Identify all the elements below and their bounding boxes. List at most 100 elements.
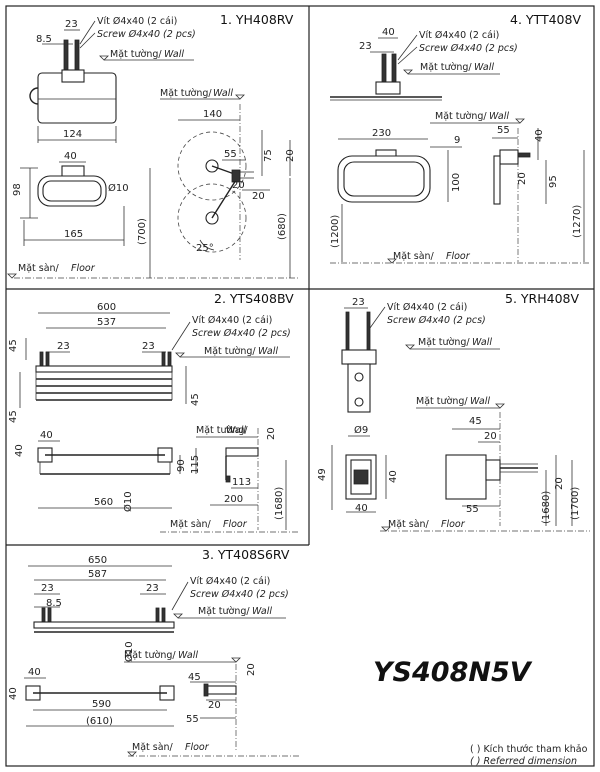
dim-20a: 20	[484, 431, 497, 442]
robe-hook-front-icon	[345, 454, 377, 500]
panel-frames	[5, 5, 595, 767]
wall-label-en: Wall	[258, 346, 278, 357]
dim-55: 55	[224, 149, 237, 160]
floor-label-en: Floor	[446, 251, 471, 262]
panel-yrh408v: 5. YRH408V 23 Vít Ø4x40 (2 cái) Screw Ø4…	[317, 291, 590, 532]
screw-label-en: Screw Ø4x40 (2 pcs)	[192, 328, 291, 339]
dim-23a: 23	[57, 341, 70, 352]
paper-roll-icon	[177, 131, 254, 253]
paper-holder-front-icon	[29, 69, 117, 124]
screw-pair-icon	[63, 39, 80, 71]
robe-hook-top-icon	[341, 311, 377, 413]
screw-label-vi: Vít Ø4x40 (2 cái)	[387, 302, 467, 313]
floor-label-vi: Mặt sàn/	[170, 519, 212, 530]
floor-label-en: Floor	[223, 519, 248, 530]
dim-1200: (1200)	[330, 215, 341, 248]
dim-49: 49	[317, 468, 328, 481]
wall-label-en: Wall	[489, 111, 509, 122]
dim-23: 23	[359, 41, 372, 52]
towel-ring-front-icon	[337, 149, 431, 203]
screw-label-vi: Vít Ø4x40 (2 cái)	[192, 315, 272, 326]
screw-pair-icon	[375, 53, 401, 95]
towel-bar-front-icon	[25, 685, 175, 701]
note-en: ( ) Referred dimension	[470, 756, 577, 767]
dim-d9: Ø9	[354, 424, 368, 436]
dim-587: 587	[88, 569, 107, 580]
wall-label-vi: Mặt tường/	[204, 346, 256, 357]
dim-113: 113	[232, 477, 251, 488]
panel-title: 2. YTS408BV	[214, 291, 294, 306]
panel-title: 3. YT408S6RV	[202, 547, 290, 562]
wall-label-en: Wall	[474, 62, 494, 73]
floor-label-vi: Mặt sàn/	[18, 263, 60, 274]
screw-label-vi: Vít Ø4x40 (2 cái)	[419, 30, 499, 41]
dim-d10: Ø10	[108, 182, 129, 194]
dim-165: 165	[64, 229, 83, 240]
dim-680: (680)	[277, 213, 288, 240]
wall-label-en: Wall	[164, 49, 184, 60]
dim-20: 20	[266, 427, 277, 440]
dim-1700: (1700)	[570, 487, 581, 520]
floor-label-vi: Mặt sàn/	[393, 251, 435, 262]
dim-23b: 23	[146, 583, 159, 594]
dim-23: 23	[65, 19, 78, 30]
panel-title: 4. YTT408V	[510, 12, 581, 27]
dim-40a: 40	[28, 667, 41, 678]
panel-title: 5. YRH408V	[505, 291, 579, 306]
screw-label-vi: Vít Ø4x40 (2 cái)	[97, 16, 177, 27]
model-number: YS408N5V	[373, 657, 533, 688]
towel-bar-top-icon	[33, 607, 175, 633]
dim-40b: 40	[8, 687, 19, 700]
towel-shelf-top-icon	[35, 351, 173, 401]
dim-45: 45	[469, 416, 482, 427]
dim-20b: 20	[246, 663, 257, 676]
dim-20: 20	[517, 172, 528, 185]
screw-label-en: Screw Ø4x40 (2 pcs)	[190, 589, 289, 600]
dim-230: 230	[372, 128, 391, 139]
screw-label-en: Screw Ø4x40 (2 pcs)	[419, 43, 518, 54]
floor-label-vi: Mặt sàn/	[132, 742, 174, 753]
dim-55: 55	[186, 714, 199, 725]
dim-600: 600	[97, 302, 116, 313]
wall-label-vi: Mặt tường/	[124, 650, 176, 661]
dim-23: 23	[352, 297, 365, 308]
dim-100: 100	[451, 173, 462, 192]
dim-20a: 20	[208, 700, 221, 711]
dim-537: 537	[97, 317, 116, 328]
dim-45: 45	[188, 672, 201, 683]
dim-590: 590	[92, 699, 111, 710]
floor-label-en: Floor	[441, 519, 466, 530]
dim-650: 650	[88, 555, 107, 566]
dim-700: (700)	[137, 218, 148, 245]
wall-label-en: Wall	[470, 396, 490, 407]
wall-label-vi: Mặt tường/	[196, 425, 248, 436]
dim-1680: (1680)	[274, 487, 285, 520]
dim-23a: 23	[41, 583, 54, 594]
panel-yts408bv: 2. YTS408BV 600 537 Vít Ø4x40 (2 cái) Sc…	[8, 291, 300, 533]
dim-1680: (1680)	[541, 491, 552, 524]
dim-40b: 40	[534, 129, 545, 142]
wall-label-en: Wall	[213, 88, 233, 99]
dim-55: 55	[497, 125, 510, 136]
dim-20b: 20	[232, 180, 245, 191]
towel-shelf-front-icon	[37, 447, 173, 475]
dim-9: 9	[454, 135, 460, 146]
wall-label-en: Wall	[252, 606, 272, 617]
dim-40b: 40	[14, 444, 25, 457]
dim-d10: Ø10	[122, 491, 134, 512]
dim-20a: 20	[285, 149, 296, 162]
dim-d10: Ø10	[123, 641, 135, 662]
floor-label-vi: Mặt sàn/	[388, 519, 430, 530]
wall-label-vi: Mặt tường/	[110, 49, 162, 60]
dim-8-5: 8.5	[36, 34, 52, 45]
panel-yt408s6rv: 3. YT408S6RV 650 587 23 23 8.5 Vít Ø4x40…	[8, 547, 300, 757]
floor-label-en: Floor	[71, 263, 96, 274]
wall-label-vi: Mặt tường/	[418, 337, 470, 348]
dim-55: 55	[466, 504, 479, 515]
dim-124: 124	[63, 129, 82, 140]
floor-label-en: Floor	[185, 742, 210, 753]
dim-1270: (1270)	[572, 205, 583, 238]
dim-23b: 23	[142, 341, 155, 352]
towel-bar-side-icon	[203, 683, 237, 697]
